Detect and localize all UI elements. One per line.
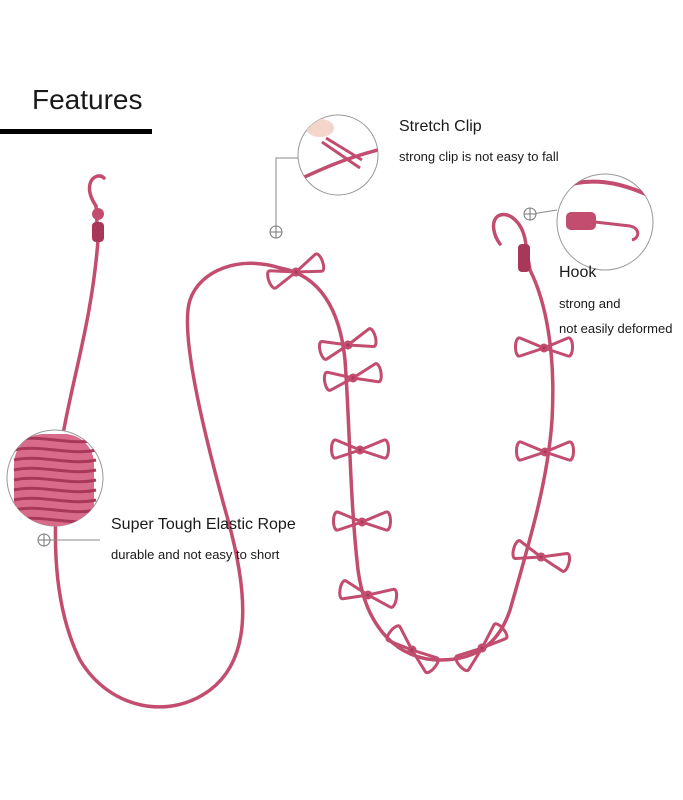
clip-icon — [514, 336, 574, 358]
clip-icon — [330, 438, 390, 460]
clip-detail-circle — [297, 114, 379, 196]
hook-detail-circle — [556, 173, 654, 271]
clip-icon — [454, 622, 509, 673]
left-rope — [53, 174, 282, 709]
feature-name-clip: Stretch Clip — [399, 118, 482, 135]
clip-icon — [318, 327, 378, 361]
clip-group — [266, 252, 575, 675]
clip-icon — [332, 510, 392, 532]
feature-desc-hook-2: not easily deformed — [559, 321, 673, 336]
clip-icon — [511, 539, 571, 573]
feature-name-hook: Hook — [559, 264, 597, 281]
clip-icon — [266, 252, 326, 290]
leader-lines — [44, 157, 558, 541]
crosshair-icon — [37, 207, 537, 547]
title-underline — [0, 129, 152, 134]
rope-detail-circle — [6, 429, 104, 527]
clip-icon — [338, 579, 399, 609]
clip-icon — [515, 440, 575, 462]
feature-name-rope: Super Tough Elastic Rope — [111, 516, 296, 533]
clip-rope — [278, 212, 555, 662]
feature-desc-hook-1: strong and — [559, 296, 621, 311]
feature-desc-clip: strong clip is not easy to fall — [399, 149, 559, 164]
right-knot — [518, 244, 530, 272]
feature-desc-rope: durable and not easy to short — [111, 547, 280, 562]
clip-icon — [385, 624, 440, 675]
left-knot — [92, 208, 104, 242]
clip-icon — [322, 362, 383, 392]
page-title: Features — [32, 84, 143, 115]
